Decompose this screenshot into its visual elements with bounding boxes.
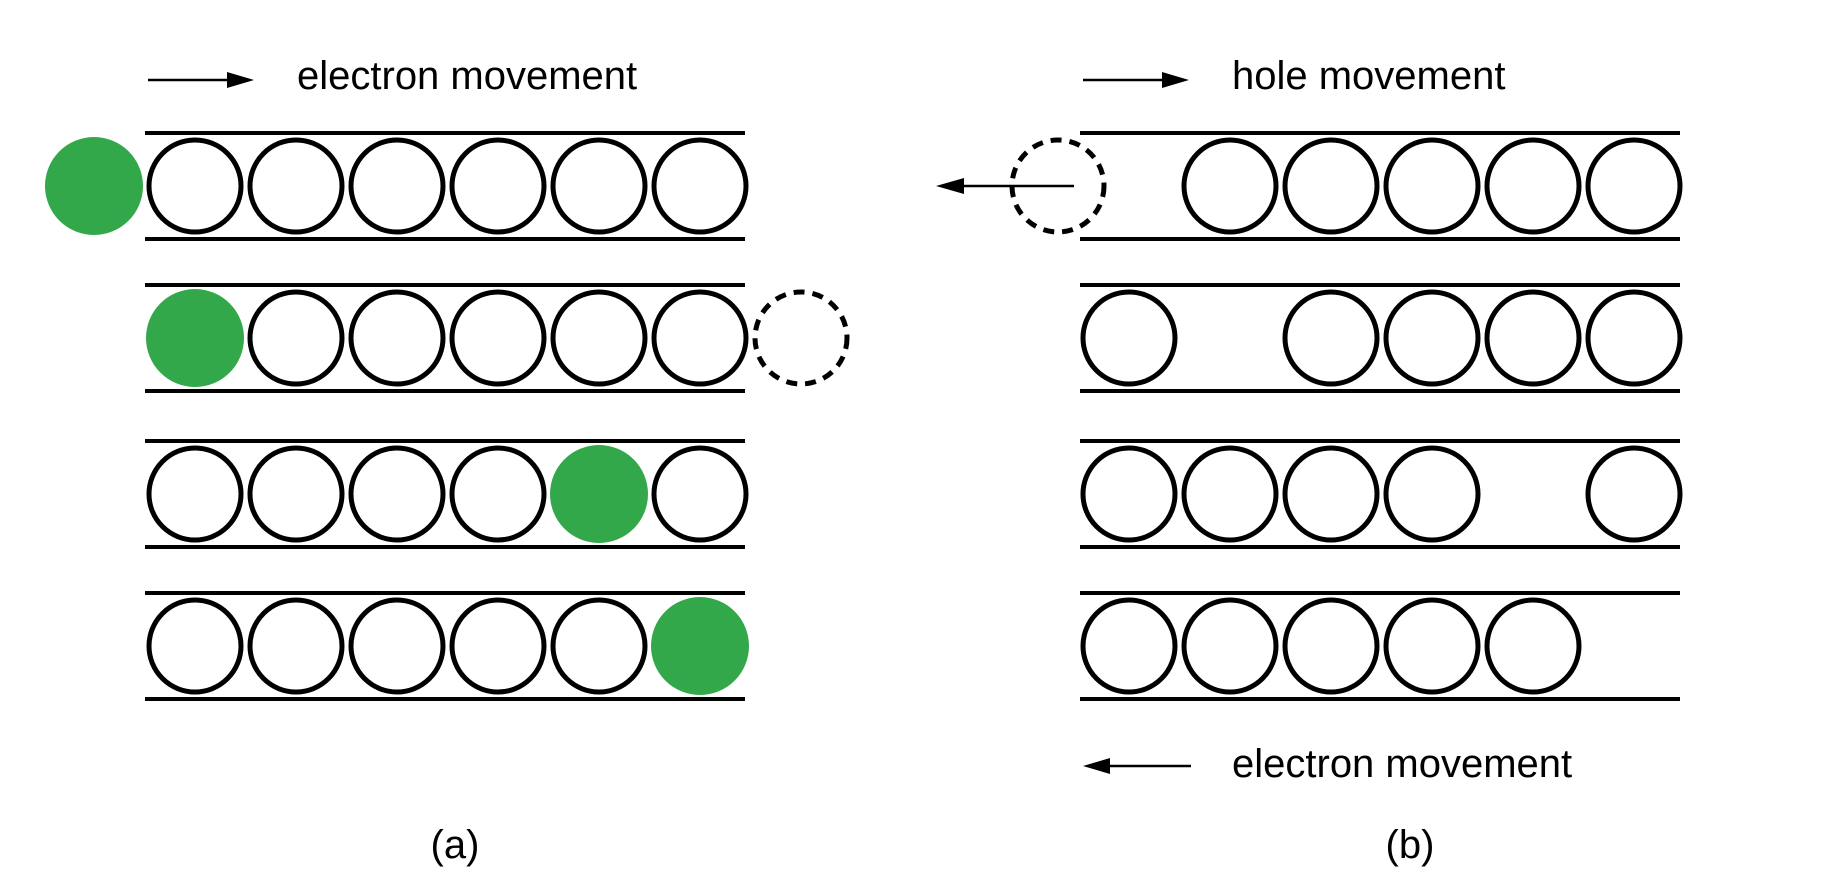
panel-b-electron-arrow	[1083, 758, 1191, 774]
panel-b-atom	[1282, 137, 1380, 235]
panel-b-atom	[1383, 445, 1481, 543]
panel-a-atom	[247, 289, 345, 387]
panel-b-atom	[1383, 289, 1481, 387]
panel-a-atom	[146, 445, 244, 543]
panel-b-electron-movement-label: electron movement	[1232, 742, 1572, 786]
panel-a-atom	[651, 289, 749, 387]
panel-b-atom	[1282, 445, 1380, 543]
panel-a-movement-arrow	[148, 72, 254, 88]
panel-b-atom	[1181, 597, 1279, 695]
panel-b-atom	[1484, 137, 1582, 235]
panel-b-atom	[1080, 597, 1178, 695]
panel-a-incoming-electron	[45, 137, 143, 235]
panel-b-atom	[1080, 289, 1178, 387]
panel-a-electron	[146, 289, 244, 387]
panel-a-row-3	[145, 439, 749, 549]
panel-b-rows	[936, 131, 1683, 701]
panel-a-atom	[651, 445, 749, 543]
panel-b-outgoing-electron-arrow-head	[936, 178, 964, 194]
panel-a-atom	[550, 137, 648, 235]
panel-b-atom	[1282, 289, 1380, 387]
panel-a-atom	[449, 597, 547, 695]
panel-a-atom	[146, 137, 244, 235]
panel-b-movement-arrow-head	[1162, 72, 1189, 88]
panel-a-atom	[449, 137, 547, 235]
panel-b-atom	[1080, 445, 1178, 543]
panel-b-row-3	[1080, 439, 1683, 549]
panel-a-atom	[348, 289, 446, 387]
panel-b-atom	[1181, 445, 1279, 543]
panel-b-row-2	[1080, 283, 1683, 393]
panel-a-atom	[247, 137, 345, 235]
panel-b-electron-arrow-head	[1083, 758, 1110, 774]
panel-a-rows	[45, 131, 850, 701]
panel-a-movement-arrow-head	[227, 72, 254, 88]
panel-a-atom	[449, 289, 547, 387]
panel-b-atom	[1181, 137, 1279, 235]
panel-a-atom	[146, 597, 244, 695]
panel-a-electron	[550, 445, 648, 543]
panel-a-electron	[651, 597, 749, 695]
panel-b-row-1	[936, 131, 1683, 241]
panel-b: hole movement electron movement (b)	[936, 54, 1683, 867]
panel-b-label: (b)	[1386, 823, 1435, 867]
panel-b-atom	[1585, 137, 1683, 235]
panel-b-row-4	[1080, 591, 1680, 701]
panel-a-atom	[651, 137, 749, 235]
panel-b-movement-label: hole movement	[1232, 54, 1505, 98]
panel-a-row-2	[145, 283, 850, 393]
panel-a-row-1	[45, 131, 749, 241]
panel-a-movement-label: electron movement	[297, 54, 637, 98]
panel-a-atom	[247, 445, 345, 543]
panel-a-label: (a)	[431, 823, 480, 867]
panel-a-atom	[550, 597, 648, 695]
panel-b-atom	[1484, 597, 1582, 695]
panel-b-outgoing-electron	[1009, 137, 1107, 235]
panel-a-outgoing-electron	[752, 289, 850, 387]
panel-b-atom	[1383, 137, 1481, 235]
panel-a-atom	[449, 445, 547, 543]
panel-b-atom	[1585, 289, 1683, 387]
panel-a-atom	[348, 137, 446, 235]
panel-b-atom	[1282, 597, 1380, 695]
panel-a-atom	[348, 597, 446, 695]
panel-a-atom	[550, 289, 648, 387]
panel-a-atom	[348, 445, 446, 543]
panel-b-atom	[1383, 597, 1481, 695]
panel-b-atom	[1585, 445, 1683, 543]
panel-a: electron movement (a)	[45, 54, 850, 867]
panel-a-atom	[247, 597, 345, 695]
panel-b-atom	[1484, 289, 1582, 387]
panel-a-row-4	[145, 591, 749, 701]
panel-b-movement-arrow	[1083, 72, 1189, 88]
